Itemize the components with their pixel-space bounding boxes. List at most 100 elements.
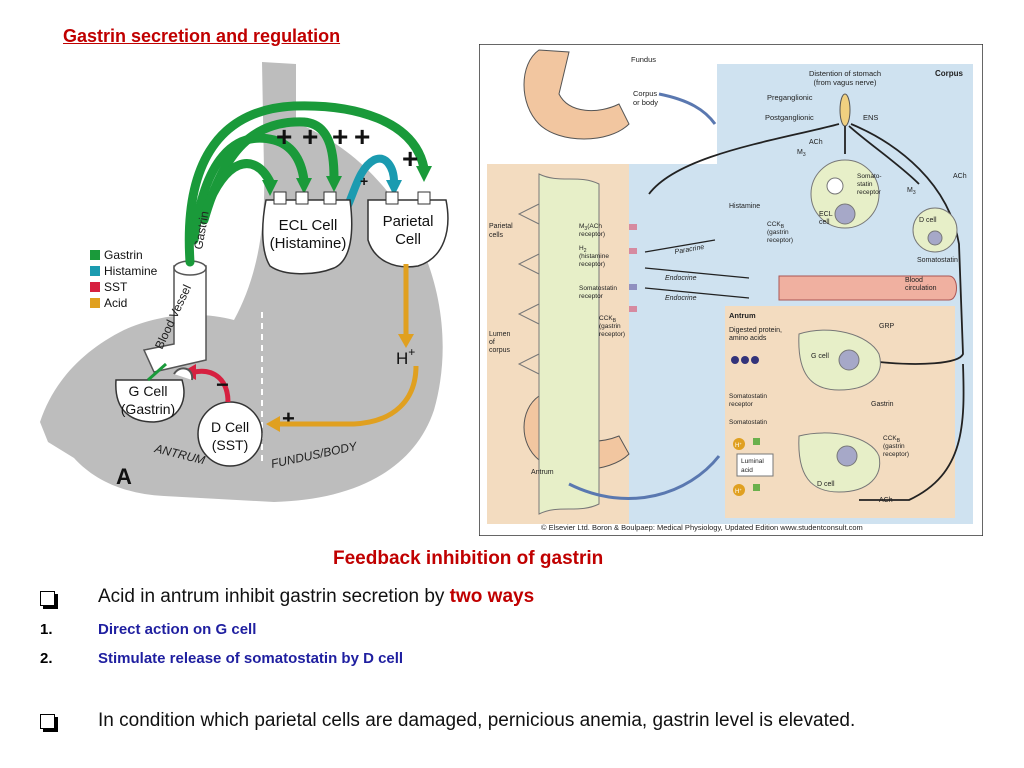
parietal-cell-sublabel: Cell <box>395 231 421 248</box>
cckb-left-3: receptor) <box>599 331 625 338</box>
numbered-item-2-text: Stimulate release of somatostatin by D c… <box>98 650 404 667</box>
minus-sign: − <box>216 372 229 397</box>
grp-label: GRP <box>879 323 895 330</box>
cckb-antrum-1: CCKB <box>883 435 901 444</box>
ens-label: ENS <box>863 113 878 122</box>
histamine-label: Histamine <box>729 203 760 210</box>
ach-label-top: ACh <box>809 139 823 146</box>
h-plus-label: H+ <box>396 345 415 368</box>
h2-receptor-2: (histamine <box>579 253 609 260</box>
cckb-left-1: CCKB <box>599 315 617 324</box>
endocrine-label-1: Endocrine <box>665 275 697 282</box>
somatostatin-receptor-2: statin <box>857 181 873 188</box>
h-ion-icon-2 <box>733 484 745 496</box>
somatostatin-receptor-antrum-1: Somatostatin <box>729 393 767 400</box>
bullet-text-1: Acid in antrum inhibit gastrin secretion… <box>98 586 535 607</box>
somatostatin-receptor-left-1: Somatostatin <box>579 285 617 292</box>
plus-sign-2: + <box>332 121 348 152</box>
numbered-item-2-number: 2. <box>40 650 53 667</box>
nerve-to-gcell <box>850 123 964 365</box>
plus-sign-4: + <box>354 121 370 152</box>
nerve-to-dcell <box>848 125 920 185</box>
legend-histamine: Histamine <box>104 264 158 278</box>
checkbox-icon <box>40 714 55 729</box>
h-ion-label-2: H+ <box>735 487 742 495</box>
legend-swatch-gastrin <box>90 250 100 260</box>
distention-label-2: (from vagus nerve) <box>814 78 877 87</box>
somatostatin-receptor-left-2: receptor <box>579 293 604 300</box>
nerve-to-parietal <box>648 123 840 195</box>
parietal-cell-label: Parietal <box>383 213 434 230</box>
m3-ach-receptor-2: receptor) <box>579 231 605 238</box>
parietal-cells-label-1: Parietal <box>489 223 513 230</box>
plus-sign-5: + <box>402 143 418 174</box>
d-cell-corpus <box>912 207 958 253</box>
checkbox-icon <box>40 591 55 606</box>
ach-antrum-label: ACh <box>879 497 893 504</box>
legend: Gastrin Histamine SST Acid <box>90 248 158 310</box>
section-subtitle: Feedback inhibition of gastrin <box>333 548 604 569</box>
slide-title: Gastrin secretion and regulation <box>63 26 341 46</box>
corpus-label: Corpus <box>935 69 964 78</box>
cckb-1: CCKB <box>767 221 785 230</box>
plus-sign-1: + <box>302 121 318 152</box>
antrum-arrow-label: Antrum <box>531 469 554 476</box>
checkbox-bullet-2 <box>40 713 55 734</box>
d-cell-label: D Cell <box>211 419 249 435</box>
ecl-cell-right <box>810 159 880 229</box>
corpus-pointer-arrow <box>658 92 717 125</box>
luminal-acid-box <box>736 453 774 477</box>
lumen-label-1: Lumen <box>489 331 511 338</box>
m3-ach-receptor-1: M3(ACh <box>579 223 602 232</box>
bullet-text-2: In condition which parietal cells are da… <box>98 710 856 731</box>
plus-sign-dcell: + <box>282 406 295 431</box>
somatostatin-receptor-3: receptor <box>857 189 882 196</box>
parietal-cell <box>367 199 449 268</box>
d-cell-sublabel: (SST) <box>212 437 249 453</box>
blood-circulation-vessel <box>778 275 957 301</box>
h2-receptor-1: H2 <box>579 245 587 254</box>
cckb-3: receptor) <box>767 237 793 244</box>
parietal-cells <box>538 173 600 515</box>
somatostatin-antrum-label: Somatostatin <box>729 419 767 426</box>
cckb-left-2: (gastrin <box>599 323 621 330</box>
distention-label-1: Distention of stomach <box>809 69 881 78</box>
gastrin-vessel-label: Gastrin <box>191 210 212 251</box>
g-cell-label: G Cell <box>129 383 168 399</box>
bullet-highlight: two ways <box>449 586 535 607</box>
stomach-icon-top <box>523 49 630 140</box>
ecl-cell <box>261 199 353 275</box>
ens-neuron <box>839 93 851 127</box>
legend-acid: Acid <box>104 296 127 310</box>
somatostatin-receptor-antrum-2: receptor <box>729 401 754 408</box>
blood-circulation-label-2: circulation <box>905 285 937 292</box>
ecl-cell-label: ECL Cell <box>279 217 338 234</box>
corpus-or-body-label-1: Corpus <box>633 89 657 98</box>
h2-receptor-3: receptor) <box>579 261 605 268</box>
m3-label-dcell: M3 <box>907 187 916 196</box>
legend-gastrin: Gastrin <box>104 248 143 262</box>
panel-label: A <box>116 464 132 489</box>
numbered-item-1-text: Direct action on G cell <box>98 621 257 638</box>
somatostatin-receptor-1: Somato- <box>857 173 882 180</box>
lumen-label-3: corpus <box>489 347 511 354</box>
digested-protein-label-1: Digested protein, <box>729 327 782 334</box>
cckb-2: (gastrin <box>767 229 789 236</box>
g-cell <box>115 379 185 423</box>
ach-label-dcell: ACh <box>953 173 967 180</box>
g-cell-antrum-label: G cell <box>811 353 829 360</box>
ecl-cell-right-label-1: ECL <box>819 211 833 218</box>
preganglionic-label: Preganglionic <box>767 93 813 102</box>
parietal-cells-label-2: cells <box>489 232 504 239</box>
corpus-or-body-label-2: or body <box>633 98 658 107</box>
h-ion-label-1: H+ <box>735 441 742 449</box>
postganglionic-label: Postganglionic <box>765 113 814 122</box>
boron-boulpaep-figure: Fundus Corpus or body Distention of stom… <box>479 44 983 536</box>
gastrin-antrum-label: Gastrin <box>871 401 894 408</box>
d-cell-corpus-label: D cell <box>919 217 937 224</box>
legend-sst: SST <box>104 280 128 294</box>
blood-circulation-label-1: Blood <box>905 277 923 284</box>
fundus-label: Fundus <box>631 55 656 64</box>
plus-sign-3: + <box>276 121 292 152</box>
somatostatin-corpus-label: Somatostatin <box>917 257 958 264</box>
